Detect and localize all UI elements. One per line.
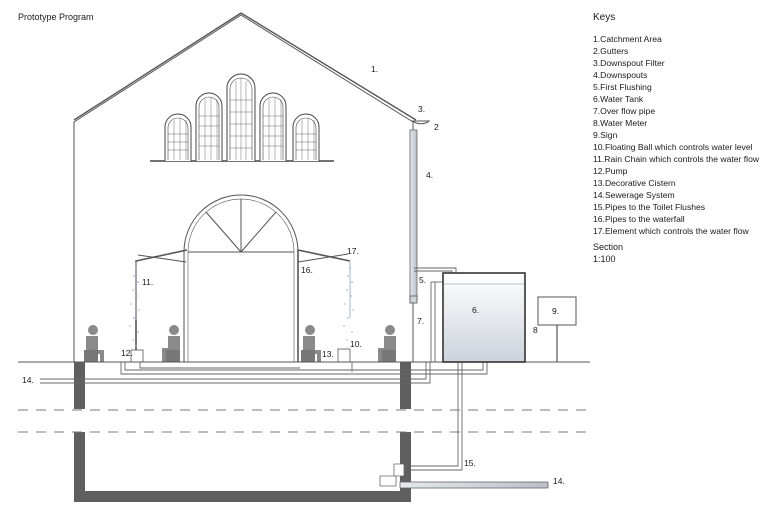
- key-item: 16.Pipes to the waterfall: [593, 214, 685, 224]
- callout-14-left: 14.: [22, 375, 34, 385]
- window: [292, 113, 320, 161]
- key-item: 11.Rain Chain which controls the water f…: [593, 154, 760, 164]
- pergola-frames: [135, 249, 351, 362]
- figure: [84, 325, 104, 362]
- key-item: 6.Water Tank: [593, 94, 644, 104]
- callout-8: 8: [533, 325, 538, 335]
- keys-legend: Keys 1.Catchment Area 2.Gutters 3.Downsp…: [593, 12, 775, 265]
- section-label: Section: [593, 242, 624, 252]
- key-item: 7.Over flow pipe: [593, 106, 656, 116]
- building-gable: [73, 14, 414, 363]
- key-item: 15.Pipes to the Toilet Flushes: [593, 202, 706, 212]
- key-item: 17.Element which controls the water flow: [593, 226, 749, 236]
- pump: [130, 348, 351, 363]
- arched-windows: [150, 73, 334, 162]
- keys-title: Keys: [593, 12, 616, 23]
- figure: [301, 325, 321, 362]
- callout-7: 7.: [417, 316, 424, 326]
- seated-figures: [84, 325, 396, 362]
- callout-15: 15.: [464, 458, 476, 468]
- key-item: 9.Sign: [593, 130, 618, 140]
- key-item: 5.First Flushing: [593, 82, 652, 92]
- arched-doorway: [183, 194, 299, 362]
- foundation-walls: [74, 362, 411, 502]
- scale-label: 1:100: [593, 254, 616, 264]
- key-item: 1.Catchment Area: [593, 34, 662, 44]
- callout-13: 13.: [322, 349, 334, 359]
- key-item: 14.Sewerage System: [593, 190, 675, 200]
- callout-3: 3.: [418, 104, 425, 114]
- key-item: 2.Gutters: [593, 46, 629, 56]
- rain-chain-spray: [129, 262, 140, 347]
- callout-14-right: 14.: [553, 476, 565, 486]
- key-item: 4.Downspouts: [593, 70, 648, 80]
- key-item: 12.Pump: [593, 166, 628, 176]
- key-item: 8.Water Meter: [593, 118, 648, 128]
- underground-pipes: [40, 362, 488, 471]
- callout-16: 16.: [301, 265, 313, 275]
- figure: [162, 325, 180, 362]
- water-tank: [442, 272, 526, 363]
- callout-12: 12.: [121, 348, 133, 358]
- callout-1: 1.: [371, 64, 378, 74]
- window: [259, 92, 287, 161]
- callout-17: 17.: [347, 246, 359, 256]
- window: [195, 92, 223, 161]
- roof-line: [73, 12, 242, 121]
- callout-2: 2: [434, 122, 439, 132]
- key-item: 13.Decorative Cistern: [593, 178, 676, 188]
- page-title: Prototype Program: [18, 12, 94, 22]
- window: [226, 73, 256, 161]
- figure: [378, 325, 396, 362]
- keys-list: 1.Catchment Area 2.Gutters 3.Downspout F…: [593, 33, 775, 237]
- sewer-pipe: [379, 463, 549, 489]
- callouts: 1. 2 3. 4. 5. 6. 7. 8 9. 10. 11. 12. 13.…: [22, 64, 565, 486]
- callout-5: 5.: [419, 275, 426, 285]
- callout-11: 11.: [142, 277, 153, 287]
- window: [164, 113, 192, 161]
- sign: [537, 296, 577, 362]
- key-item: 10.Floating Ball which controls water le…: [593, 142, 753, 152]
- waterfall-spray: [343, 262, 354, 341]
- callout-10: 10.: [350, 339, 362, 349]
- key-item: 3.Downspout Filter: [593, 58, 665, 68]
- callout-6: 6.: [472, 305, 479, 315]
- callout-9: 9.: [552, 306, 559, 316]
- callout-4: 4.: [426, 170, 433, 180]
- downspout: [409, 120, 431, 304]
- roof-line: [240, 12, 417, 121]
